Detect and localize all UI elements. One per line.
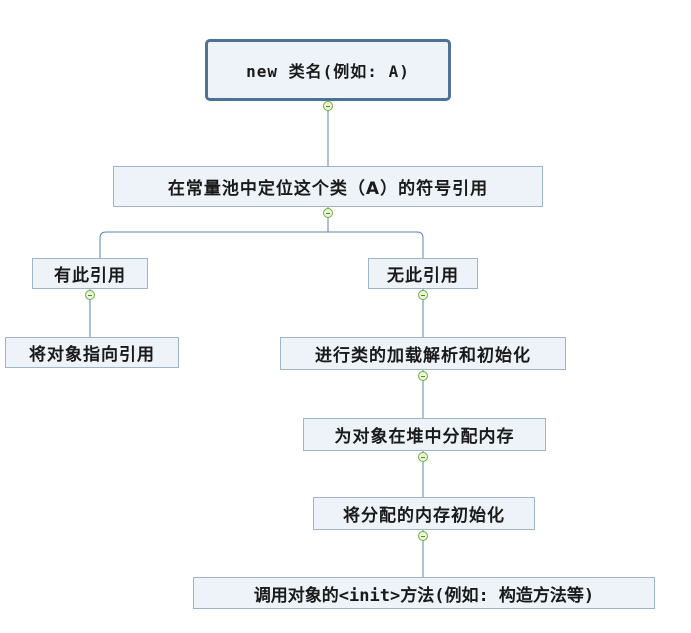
collapse-toggle-locate[interactable] [323, 208, 333, 218]
collapse-toggle-load[interactable] [418, 371, 428, 381]
call-init-node[interactable]: 调用对象的<init>方法(例如: 构造方法等) [193, 577, 655, 609]
init-memory-label: 将分配的内存初始化 [343, 506, 505, 526]
root-node-label: new 类名(例如: A) [246, 62, 410, 81]
collapse-toggle-init-mem[interactable] [418, 531, 428, 541]
collapse-toggle-has-ref[interactable] [85, 290, 95, 300]
locate-symbol-node[interactable]: 在常量池中定位这个类（A）的符号引用 [113, 166, 543, 207]
call-init-label: 调用对象的<init>方法(例如: 构造方法等) [253, 585, 595, 606]
alloc-heap-node[interactable]: 为对象在堆中分配内存 [303, 418, 546, 451]
alloc-heap-label: 为对象在堆中分配内存 [334, 427, 515, 447]
init-memory-node[interactable]: 将分配的内存初始化 [313, 497, 535, 530]
edge-branch-split [99, 231, 424, 258]
has-ref-label: 有此引用 [54, 266, 126, 286]
collapse-toggle-alloc[interactable] [418, 452, 428, 462]
no-ref-node[interactable]: 无此引用 [368, 258, 478, 289]
load-init-label: 进行类的加载解析和初始化 [315, 346, 531, 366]
collapse-toggle-no-ref[interactable] [418, 290, 428, 300]
locate-symbol-label: 在常量池中定位这个类（A）的符号引用 [167, 179, 489, 199]
load-init-node[interactable]: 进行类的加载解析和初始化 [280, 337, 566, 370]
point-ref-node[interactable]: 将对象指向引用 [5, 337, 179, 368]
no-ref-label: 无此引用 [387, 266, 459, 286]
point-ref-label: 将对象指向引用 [29, 345, 155, 365]
collapse-toggle-root[interactable] [323, 101, 333, 111]
root-node[interactable]: new 类名(例如: A) [205, 39, 451, 101]
has-ref-node[interactable]: 有此引用 [32, 258, 148, 289]
